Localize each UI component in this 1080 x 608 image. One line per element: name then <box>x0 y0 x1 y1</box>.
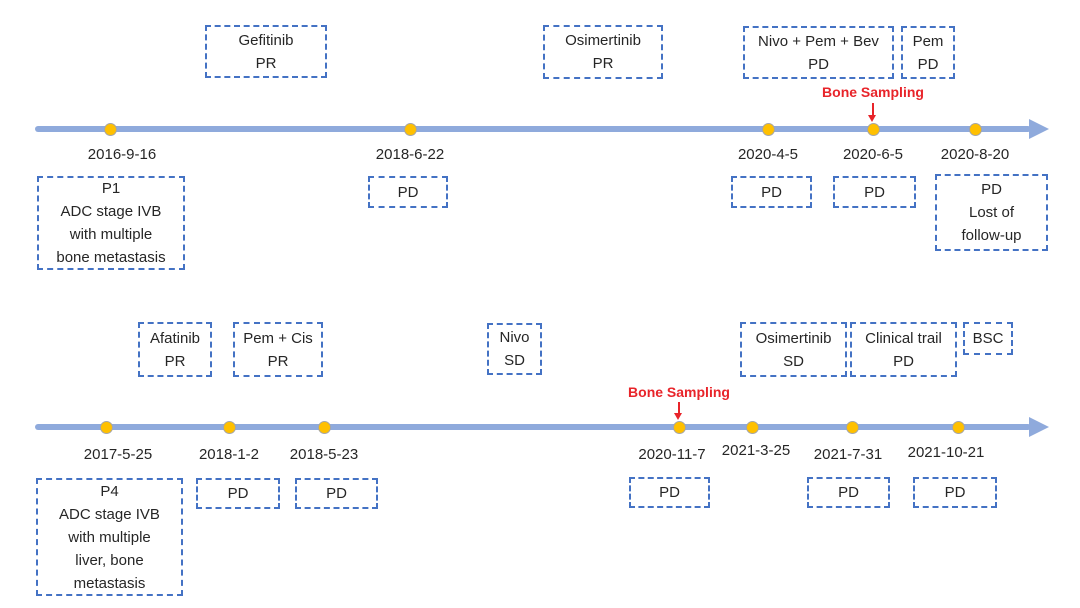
event-box: PD <box>629 477 710 508</box>
event-date: 2021-10-21 <box>907 444 985 461</box>
event-box-line: with multiple <box>68 528 151 546</box>
treatment-box-line: Pem + Cis <box>243 329 313 347</box>
event-box-line: liver, bone <box>75 551 144 569</box>
event-box-line: PD <box>397 183 419 201</box>
treatment-box-line: PD <box>917 55 939 73</box>
timeline-dot <box>404 123 417 136</box>
event-box-line: bone metastasis <box>56 249 166 266</box>
event-date: 2020-6-5 <box>842 146 904 163</box>
treatment-box-line: Afatinib <box>149 329 201 347</box>
timeline-arrowhead-icon <box>1029 119 1049 139</box>
event-box-line: P1 <box>101 180 121 197</box>
treatment-box-line: PR <box>255 54 277 72</box>
event-box-line: ADC stage IVB <box>60 203 162 220</box>
treatment-box-line: Osimertinib <box>755 329 832 347</box>
timeline-dot <box>223 421 236 434</box>
event-date: 2018-5-23 <box>289 446 359 463</box>
treatment-box-line: SD <box>504 352 525 369</box>
treatment-box-line: Osimertinib <box>565 32 641 49</box>
event-date: 2018-6-22 <box>375 146 445 163</box>
event-date: 2016-9-16 <box>87 146 157 163</box>
treatment-box-line: PR <box>267 352 289 370</box>
event-date: 2020-4-5 <box>737 146 799 163</box>
bone-sampling-label: Bone Sampling <box>822 84 924 100</box>
treatment-box-line: PD <box>893 352 914 370</box>
treatment-box-line: Nivo + Pem + Bev <box>758 32 879 50</box>
event-box-line: Lost of <box>968 204 1015 221</box>
event-box-line: P4 <box>100 482 119 500</box>
timeline-axis <box>35 126 1031 132</box>
treatment-box: BSC <box>963 322 1013 355</box>
treatment-box-line: PR <box>164 352 186 370</box>
event-box: PD <box>368 176 448 208</box>
treatment-box-line: Pem <box>912 32 944 50</box>
timeline-arrowhead-icon <box>1029 417 1049 437</box>
timeline-dot <box>104 123 117 136</box>
event-box-line: PD <box>838 484 859 501</box>
event-box: PD <box>295 478 378 509</box>
timeline-dot <box>318 421 331 434</box>
event-date: 2020-11-7 <box>638 446 706 463</box>
event-box-line: PD <box>326 485 347 502</box>
event-date: 2021-3-25 <box>721 442 791 459</box>
event-box-line: PD <box>864 183 885 201</box>
event-box-line: PD <box>227 485 249 502</box>
event-date: 2018-1-2 <box>198 446 260 463</box>
event-box: PD <box>731 176 812 208</box>
event-box: PD <box>807 477 890 508</box>
timeline-dot <box>867 123 880 136</box>
timeline-dot <box>746 421 759 434</box>
bone-sampling-arrowhead-icon <box>868 115 876 122</box>
treatment-box-line: Clinical trail <box>865 329 942 347</box>
timeline-dot <box>846 421 859 434</box>
event-box: PD Lost of follow-up <box>935 174 1048 251</box>
event-box-line: PD <box>981 181 1002 198</box>
treatment-box-line: Gefitinib <box>238 31 294 49</box>
treatment-box-line: BSC <box>972 330 1004 347</box>
bone-sampling-arrow-icon <box>872 103 874 116</box>
event-box-line: metastasis <box>73 574 146 592</box>
bone-sampling-arrowhead-icon <box>674 413 682 420</box>
treatment-box-line: PD <box>808 55 829 73</box>
event-box-line: ADC stage IVB <box>59 505 160 523</box>
event-box-line: PD <box>659 484 680 501</box>
event-box: PD <box>833 176 916 208</box>
timeline-dot <box>969 123 982 136</box>
treatment-box-line: PR <box>592 55 614 72</box>
timeline-dot <box>673 421 686 434</box>
event-date: 2021-7-31 <box>813 446 883 463</box>
event-box: PD <box>913 477 997 508</box>
treatment-box-line: SD <box>783 352 804 370</box>
event-box-line: PD <box>761 183 782 201</box>
bone-sampling-label: Bone Sampling <box>628 384 730 400</box>
timeline-dot <box>952 421 965 434</box>
event-date: 2017-5-25 <box>83 446 153 463</box>
timeline-axis <box>35 424 1031 430</box>
timeline-dot <box>762 123 775 136</box>
timeline-dot <box>100 421 113 434</box>
event-box: PD <box>196 478 280 509</box>
event-date: 2020-8-20 <box>940 146 1010 163</box>
bone-sampling-arrow-icon <box>678 402 680 414</box>
event-box-line: with multiple <box>69 226 153 243</box>
treatment-box-line: Nivo <box>499 329 530 346</box>
event-box-line: PD <box>944 484 966 501</box>
event-box-line: follow-up <box>961 227 1022 244</box>
